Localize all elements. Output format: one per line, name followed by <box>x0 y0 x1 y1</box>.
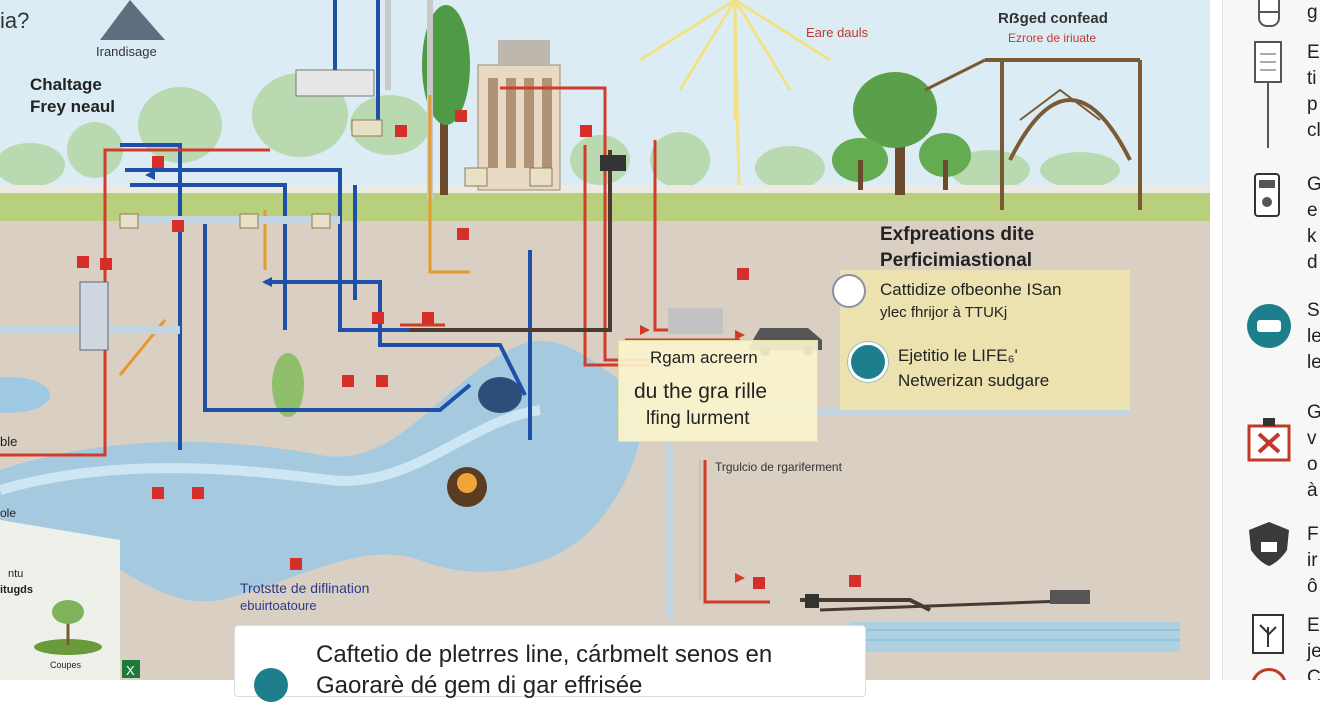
top-center-label: Eare dauls <box>806 25 869 40</box>
river-label-1: Trotstte de diflination <box>240 580 370 596</box>
center-callout <box>618 340 818 442</box>
meter-post-icon <box>1254 41 1282 148</box>
info-item2-line1: Ejetitio le LIFE₆' <box>898 346 1018 365</box>
people-icon <box>832 274 866 308</box>
left-edge-label-1: ble <box>0 434 18 449</box>
bottom-left-wedge <box>0 520 120 680</box>
teal-badge-icon <box>848 342 888 382</box>
legend-text: E je C <box>1307 615 1320 680</box>
top-right-title: Rẞged confead <box>998 10 1108 27</box>
tree-icon <box>832 72 971 195</box>
water-grid <box>850 629 1180 641</box>
valve-markers <box>77 110 861 589</box>
river <box>0 340 642 602</box>
plant-icon <box>1252 614 1284 654</box>
info-item1-line1: Cattidize ofbeonhe ISan <box>880 280 1062 299</box>
legend-text: G e k d <box>1307 174 1320 273</box>
info-heading-1: Exfpreations dite <box>880 224 1035 245</box>
gantry-icon <box>295 0 380 120</box>
legend-text: E ti p cl <box>1307 42 1320 141</box>
teal-hub-icon <box>1247 304 1291 348</box>
callout-line-1: Rgam acreern <box>650 348 758 367</box>
info-panel <box>840 270 1130 410</box>
legend-text: S le le <box>1307 300 1320 373</box>
bottom-card-icon <box>254 668 288 702</box>
legend-text: G v o à <box>1307 402 1320 501</box>
pipeline-scene: X <box>0 0 1210 680</box>
sensor-box-icon <box>1254 173 1280 217</box>
equipment-box <box>668 308 723 334</box>
left-bottom-label-2: itugds <box>0 584 33 596</box>
info-heading-2: Perficimiastional <box>880 250 1033 271</box>
shrub-icon <box>272 353 304 417</box>
red-circle-icon <box>1251 668 1287 680</box>
water-channel <box>850 622 1180 652</box>
legend-panel: g E ti p cl G e k d S le le <box>1222 0 1320 680</box>
sapling-icon <box>34 600 102 655</box>
top-right-subtitle: Ezrore de iriuate <box>1008 31 1097 45</box>
info-item1-line2: ylec fhrijor à TTUKj <box>880 304 1008 321</box>
info-item2-line2: Netwerizan sudgare <box>898 371 1050 390</box>
pump-icon <box>805 590 1090 608</box>
tree-icon <box>422 5 470 195</box>
top-left-title: Chaltage <box>30 75 102 94</box>
mountain-icon <box>100 0 165 40</box>
top-left-fragment: ia? <box>0 8 30 33</box>
pump-station-icon <box>447 377 522 507</box>
blue-pipes <box>120 143 532 450</box>
control-cabinet <box>79 281 109 351</box>
direction-arrows <box>640 325 745 583</box>
spreadsheet-icon-glyph: X <box>126 663 135 678</box>
gauge-icons <box>119 119 553 229</box>
blue-arrows <box>145 170 272 287</box>
left-bottom-label-3: Coupes <box>50 660 82 670</box>
dark-pipes <box>410 150 1091 612</box>
callout-line-2: du the gra rille <box>634 380 768 403</box>
river-label-2: ebuirtoatoure <box>240 598 317 613</box>
legend-text: g <box>1307 2 1318 23</box>
left-bottom-label-1: ntu <box>8 568 24 580</box>
left-edge-label-2: ole <box>0 506 17 520</box>
spreadsheet-icon <box>122 660 140 678</box>
landmark-label: Irandisage <box>96 44 157 59</box>
river-highlight <box>0 405 541 495</box>
bottom-card-line-1: Caftetio de pletrres line, cárbmelt seno… <box>316 641 773 668</box>
left-pond <box>0 377 50 413</box>
junction-box <box>600 155 626 171</box>
cylinder-tank-icon <box>1258 0 1280 27</box>
callout-line-3: lfing lurment <box>646 408 750 429</box>
bottom-card-line-2: Gaorarè dé gem di gar effrisée <box>316 672 643 699</box>
red-valve-icon <box>1247 418 1291 462</box>
road-label: Trgulcio de rgariferment <box>715 460 842 474</box>
shield-icon <box>1249 522 1289 566</box>
arch-structure <box>924 58 1142 210</box>
legend-text: F ir ô <box>1307 524 1319 597</box>
top-left-subtitle: Frey neaul <box>30 97 116 116</box>
